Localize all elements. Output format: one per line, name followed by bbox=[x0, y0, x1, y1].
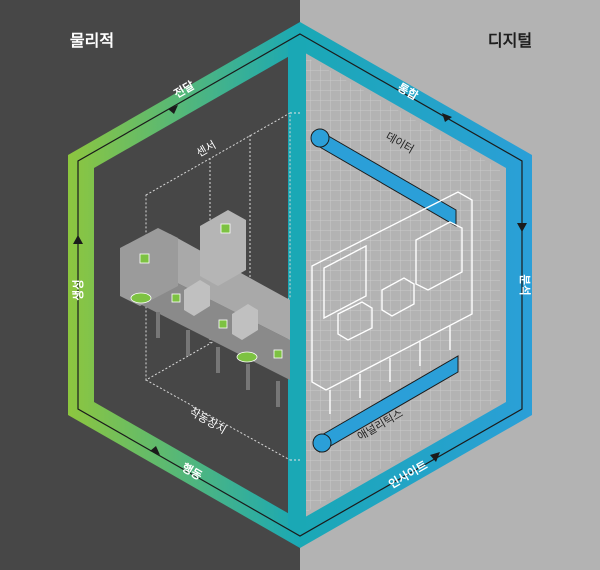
sensor-marker bbox=[220, 223, 231, 234]
sensor-marker bbox=[171, 293, 181, 303]
arrow-act bbox=[150, 446, 160, 455]
analytics-bar-endcap bbox=[312, 433, 332, 453]
digital-machine bbox=[311, 191, 473, 414]
cycle-path bbox=[77, 33, 523, 537]
arrow-create bbox=[73, 235, 83, 244]
data-bar bbox=[310, 128, 457, 227]
analytics-bar bbox=[312, 355, 459, 453]
center-divider bbox=[288, 40, 306, 530]
arrow-insight bbox=[430, 452, 440, 462]
physical-machine bbox=[120, 210, 290, 407]
sensor-marker bbox=[139, 253, 150, 264]
arrow-integrate bbox=[442, 113, 452, 122]
cycle-arrows bbox=[73, 105, 527, 462]
transfer-connectors bbox=[290, 112, 300, 461]
digital-heading: 디지털 bbox=[488, 31, 532, 50]
data-bar-endcap bbox=[310, 128, 330, 148]
sensor-marker bbox=[218, 319, 228, 329]
actuator-markers bbox=[130, 292, 258, 363]
arrow-transfer bbox=[168, 105, 178, 114]
actuator-marker bbox=[236, 351, 258, 363]
actuator-marker bbox=[130, 292, 152, 304]
cycle-label-analyze: 분석 bbox=[518, 274, 532, 295]
physical-heading: 물리적 bbox=[70, 31, 114, 50]
cycle-label-create: 생성 bbox=[71, 279, 85, 300]
sensor-marker bbox=[273, 349, 283, 359]
grid-area bbox=[306, 57, 500, 512]
arrow-analyze bbox=[517, 223, 527, 232]
sensor-markers bbox=[139, 223, 283, 359]
